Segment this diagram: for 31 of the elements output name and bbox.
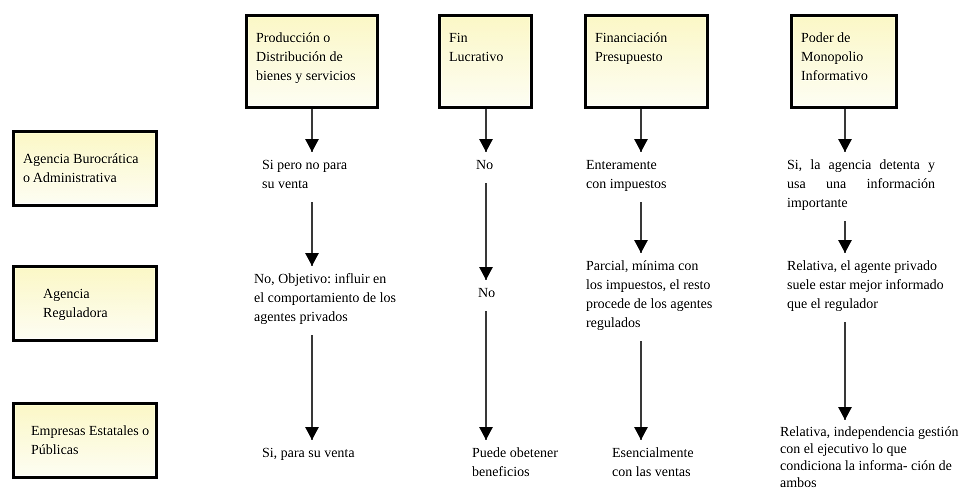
cell-text: Esencialmente con las ventas [612,444,712,482]
cell-text: Si pero no para su venta [262,156,362,194]
column-header-box: Producción o Distribución de bienes y servicios [245,14,379,109]
arrow [634,341,648,440]
arrow [634,109,648,152]
column-header-box: Financiación Presupuesto [584,14,709,109]
cell-text: Si, para su venta [262,444,392,463]
cell-text: Relativa, independencia gestión con el ejecutivo lo que condiciona la informa- ción de ambos [780,424,965,492]
column-header-box: Fin Lucrativo [438,14,533,109]
row-header-box: Agencia Burocrática o Administrativa [12,130,158,207]
arrow [305,109,319,152]
cell-text: No [476,156,516,175]
arrow [838,109,852,152]
row-header-box: Empresas Estatales o Públicas [12,402,158,479]
arrow [305,202,319,266]
cell-text: Si, la agencia detenta y usa una información importante [787,156,935,213]
cell-text: Enteramente con impuestos [586,156,676,194]
row-header-box: Agencia Reguladora [12,265,158,342]
cell-text: No, Objetivo: influir en el comportamiento de los agentes privados [254,270,399,327]
arrow [838,221,852,253]
cell-text: Relativa, el agente privado suele estar mejor informado que el regulador [787,257,965,314]
cell-text: Parcial, mínima con los impuestos, el resto procede de los agentes regulados [586,257,714,333]
arrow [305,335,319,440]
arrow [634,202,648,253]
column-header-box: Poder de Monopolio Informativo [790,14,898,109]
arrow [479,311,493,440]
cell-text: Puede obetener beneficios [472,444,572,482]
arrow [479,183,493,280]
arrow [838,322,852,420]
arrow [479,109,493,152]
cell-text: No [478,284,518,303]
